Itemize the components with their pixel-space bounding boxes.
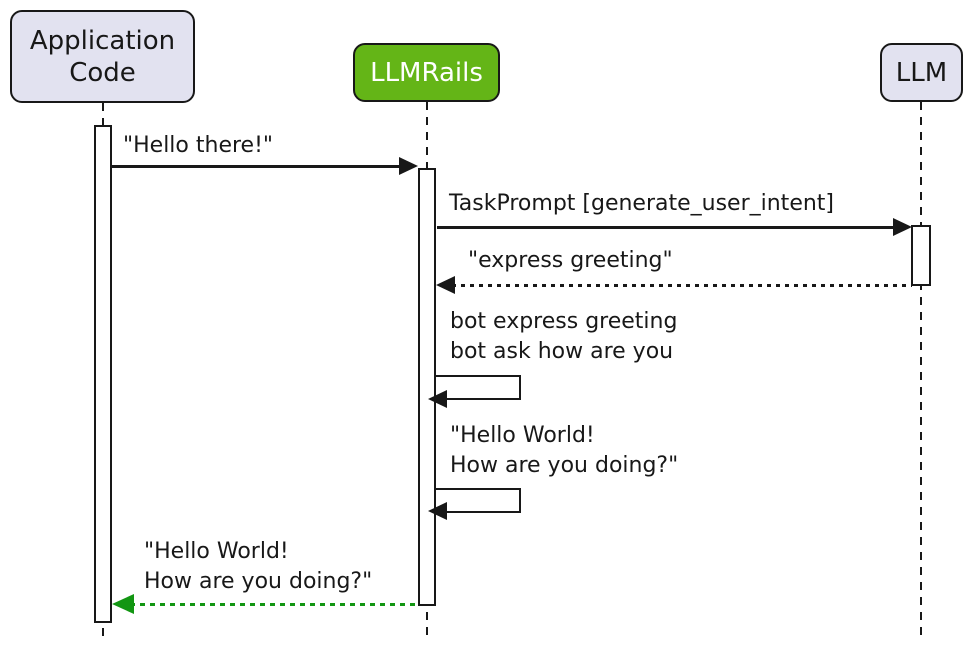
activation-bar-application-code [94, 125, 112, 623]
arrowhead-left-green-icon [112, 594, 134, 614]
message-line-task-prompt [437, 226, 895, 229]
activation-bar-llmrails [418, 168, 436, 606]
message-line-return-greeting [130, 603, 418, 606]
message-line-express-greeting [452, 284, 912, 287]
arrowhead-right-icon [399, 157, 418, 175]
arrowhead-left-icon [428, 502, 447, 520]
message-line-hello-there [112, 165, 402, 168]
participant-box-llmrails: LLMRails [353, 43, 500, 102]
message-label-hello-there: "Hello there!" [123, 133, 274, 158]
message-label-bot-actions: bot express greeting bot ask how are you [450, 309, 678, 364]
message-label-bot-utterance: "Hello World! How are you doing?" [450, 423, 679, 478]
arrowhead-right-icon [893, 218, 912, 236]
self-message-loop-bot-actions [436, 375, 521, 400]
participant-label-llm: LLM [895, 57, 948, 88]
arrowhead-left-icon [428, 390, 447, 408]
activation-bar-llm [911, 225, 931, 286]
message-label-task-prompt: TaskPrompt [generate_user_intent] [449, 191, 834, 216]
arrowhead-left-icon [436, 276, 455, 294]
message-label-express-greeting: "express greeting" [468, 248, 673, 273]
self-message-loop-bot-utterance [436, 488, 521, 513]
participant-box-application-code: Application Code [10, 10, 195, 103]
participant-label-application-code: Application Code [29, 25, 176, 88]
participant-label-llmrails: LLMRails [370, 57, 483, 88]
participant-box-llm: LLM [880, 43, 963, 102]
lifeline-llm [920, 102, 922, 641]
message-label-return-greeting: "Hello World! How are you doing?" [144, 539, 373, 594]
